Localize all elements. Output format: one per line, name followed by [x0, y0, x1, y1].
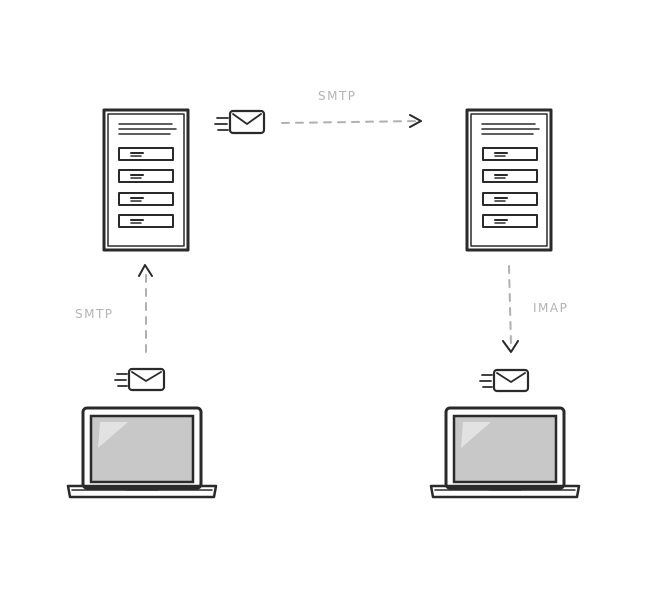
laptop-icon [66, 406, 218, 499]
server-icon [102, 108, 190, 252]
smtp-server-to-server-arrow [281, 114, 422, 128]
imap-right-label: IMAP [533, 301, 568, 315]
envelope-icon [114, 367, 166, 392]
smtp-client-to-server-arrow [138, 264, 153, 353]
envelope-icon [479, 368, 530, 393]
smtp-left-label: SMTP [75, 307, 114, 321]
recipient-laptop [429, 406, 581, 499]
laptop-icon [429, 406, 581, 499]
smtp-top-label: SMTP [318, 89, 357, 103]
server-icon [465, 108, 553, 252]
sender-laptop [66, 406, 218, 499]
recipient-mail-server [465, 108, 553, 252]
imap-server-to-client-arrow [502, 265, 519, 353]
envelope-icon [214, 109, 266, 135]
sender-mail-server [102, 108, 190, 252]
